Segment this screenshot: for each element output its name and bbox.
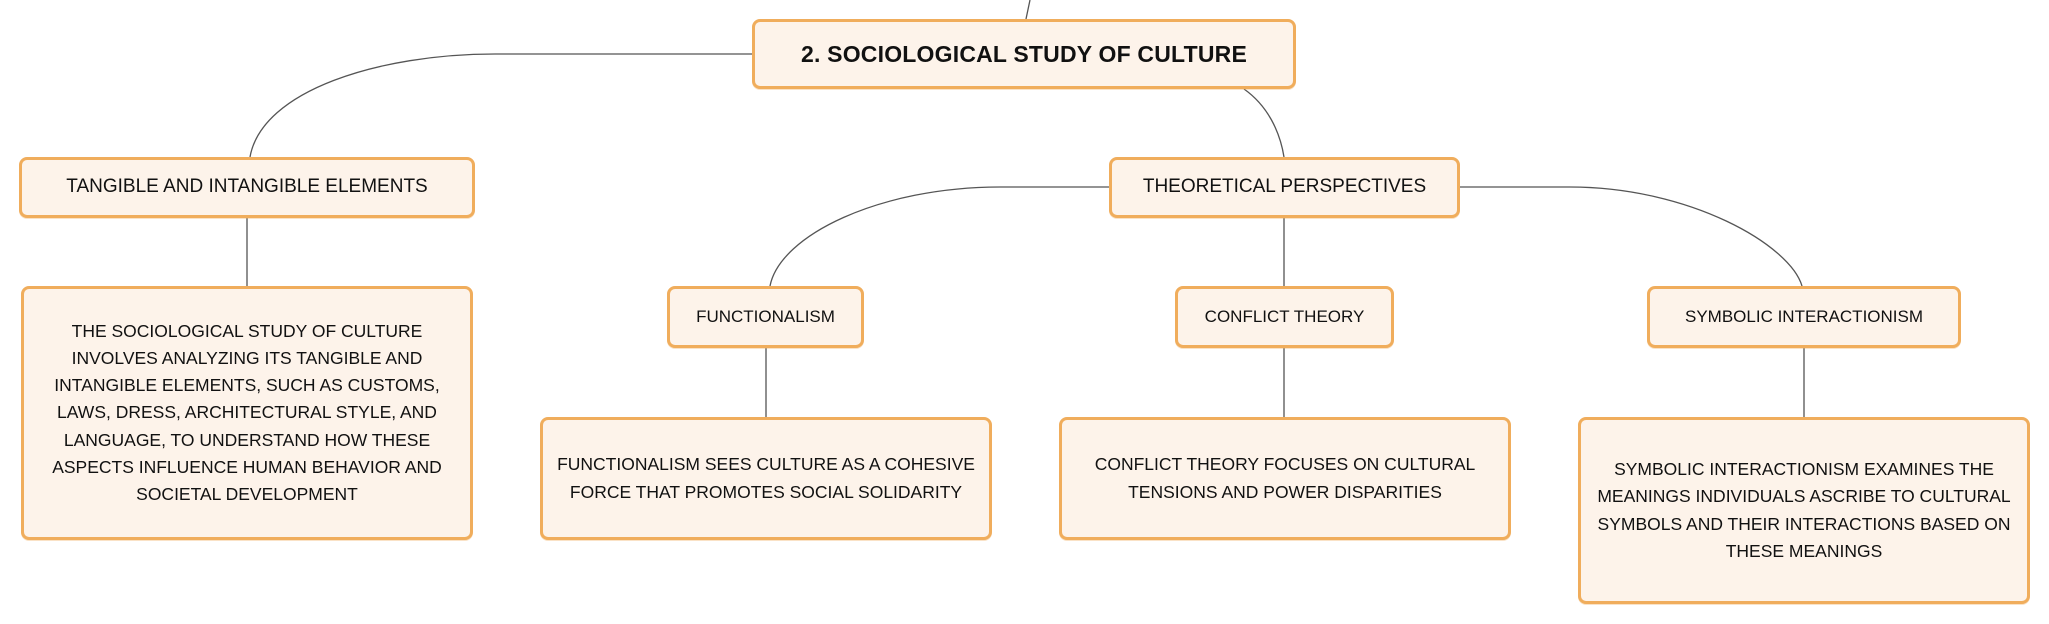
theoretical-perspectives-label: THEORETICAL PERSPECTIVES	[1142, 176, 1427, 198]
symbolic-interactionism-node[interactable]: SYMBOLIC INTERACTIONISM	[1647, 286, 1961, 348]
conflict-theory-description: CONFLICT THEORY FOCUSES ON CULTURAL TENS…	[1094, 454, 1476, 502]
conflict-theory-node[interactable]: CONFLICT THEORY	[1175, 286, 1394, 348]
theoretical-perspectives-node[interactable]: THEORETICAL PERSPECTIVES	[1109, 157, 1460, 218]
tangible-elements-description-node[interactable]: THE SOCIOLOGICAL STUDY OF CULTURE INVOLV…	[21, 286, 473, 540]
connector-root-to-tangible	[249, 53, 752, 158]
tangible-elements-node[interactable]: TANGIBLE AND INTANGIBLE ELEMENTS	[19, 157, 475, 218]
symbolic-interactionism-description: SYMBOLIC INTERACTIONISM EXAMINES THE MEA…	[1597, 459, 2011, 561]
connector-root-to-theoretical	[1243, 88, 1285, 158]
functionalism-node[interactable]: FUNCTIONALISM	[667, 286, 864, 348]
functionalism-description: FUNCTIONALISM SEES CULTURE AS A COHESIVE…	[557, 454, 975, 502]
conflict-theory-description-node[interactable]: CONFLICT THEORY FOCUSES ON CULTURAL TENS…	[1059, 417, 1511, 540]
connector-theoretical-to-symbolic	[1460, 186, 1803, 287]
functionalism-description-node[interactable]: FUNCTIONALISM SEES CULTURE AS A COHESIVE…	[540, 417, 992, 540]
tangible-elements-label: TANGIBLE AND INTANGIBLE ELEMENTS	[66, 176, 428, 198]
root-node-label: 2. SOCIOLOGICAL STUDY OF CULTURE	[801, 40, 1247, 67]
functionalism-label: FUNCTIONALISM	[696, 307, 835, 327]
tangible-elements-description: THE SOCIOLOGICAL STUDY OF CULTURE INVOLV…	[52, 321, 442, 504]
symbolic-interactionism-description-node[interactable]: SYMBOLIC INTERACTIONISM EXAMINES THE MEA…	[1578, 417, 2030, 604]
connector-theoretical-to-functionalism	[769, 186, 1109, 287]
symbolic-interactionism-label: SYMBOLIC INTERACTIONISM	[1684, 307, 1924, 327]
conflict-theory-label: CONFLICT THEORY	[1204, 307, 1365, 327]
root-node[interactable]: 2. SOCIOLOGICAL STUDY OF CULTURE	[752, 19, 1296, 89]
connector-parent-to-root	[1025, 0, 1031, 20]
